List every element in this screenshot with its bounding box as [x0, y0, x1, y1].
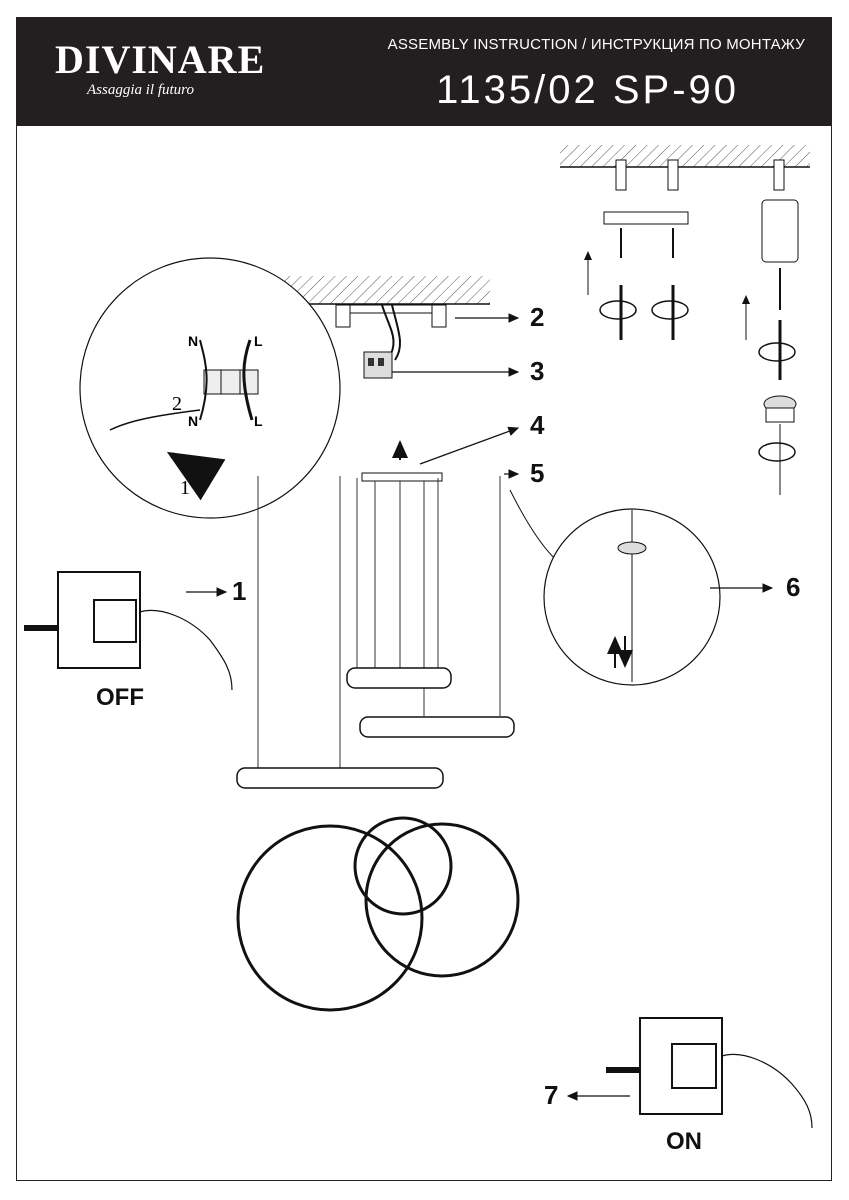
wire-label-neutral-top: N [188, 333, 198, 349]
brand-logo: DIVINARE [55, 37, 266, 82]
wire-label-live-bottom: L [254, 413, 263, 429]
wire-label-live-top: L [254, 333, 263, 349]
switch-off-label: OFF [96, 684, 144, 711]
pendant-lamp [236, 440, 520, 1012]
document-title: ASSEMBLY INSTRUCTION / ИНСТРУКЦИЯ ПО МОН… [387, 36, 805, 53]
wiring-step-2: 2 [172, 393, 182, 415]
callout-6: 6 [786, 572, 801, 602]
callout-1: 1 [232, 576, 247, 606]
ceiling-mount-icon [280, 276, 490, 361]
hand-icon [139, 609, 233, 691]
hand-icon [721, 1053, 813, 1129]
callout-4: 4 [530, 410, 545, 440]
callout-7: 7 [544, 1080, 559, 1110]
light-switch-icon [606, 1017, 723, 1115]
rotate-arrow-icon [599, 300, 796, 462]
callout-5: 5 [530, 458, 545, 488]
callout-2: 2 [530, 302, 545, 332]
header-bar: DIVINARE Assaggia il futuro ASSEMBLY INS… [17, 18, 831, 126]
brand-tagline: Assaggia il futuro [87, 82, 194, 98]
callout-3: 3 [530, 356, 545, 386]
light-switch-icon [24, 571, 141, 669]
wire-label-neutral-bottom: N [188, 413, 198, 429]
terminal-block-icon [363, 351, 393, 379]
switch-on-label: ON [666, 1128, 702, 1155]
model-number: 1135/02 SP-90 [436, 68, 739, 112]
wiring-detail [79, 257, 341, 519]
wiring-step-1: 1 [180, 477, 190, 499]
ceiling-mount-icon [560, 145, 810, 495]
